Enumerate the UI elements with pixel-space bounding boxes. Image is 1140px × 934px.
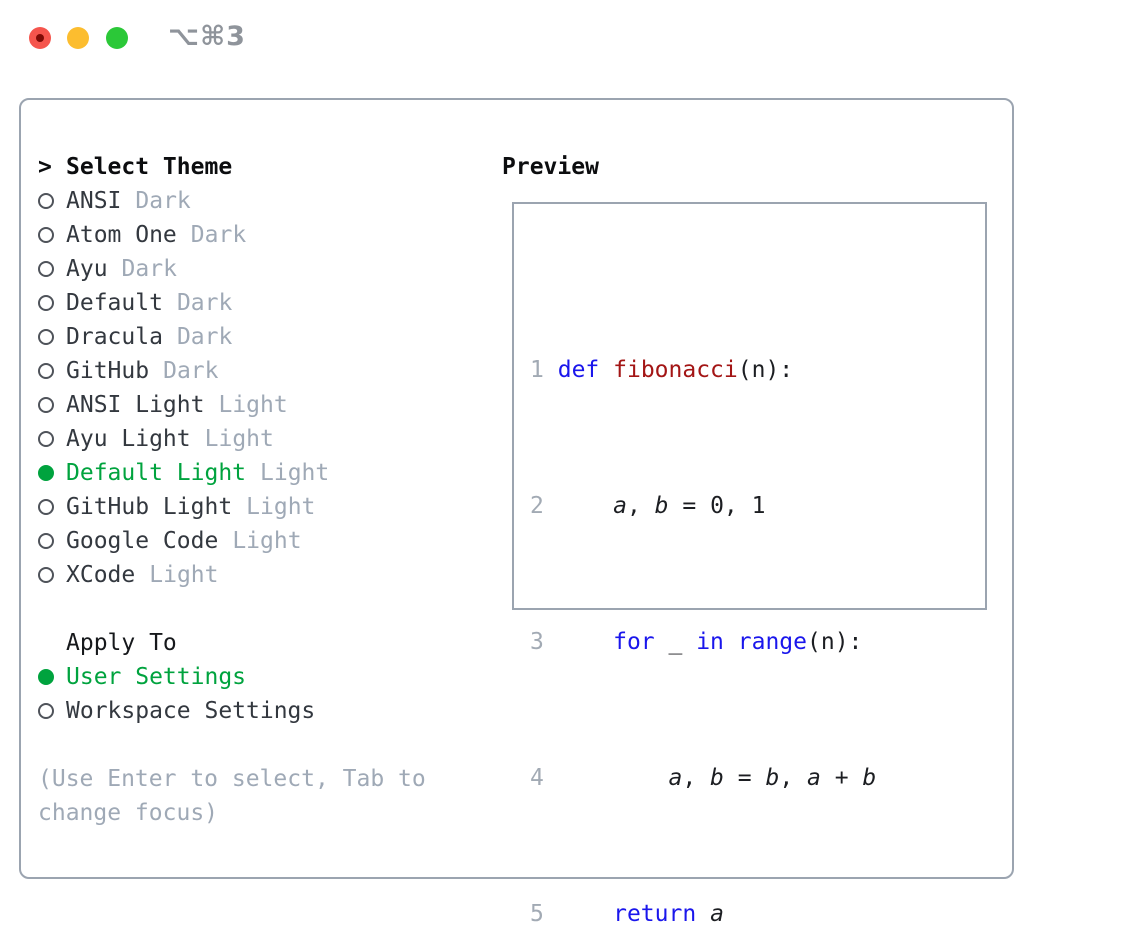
apply-to-header: Apply To <box>38 626 426 660</box>
theme-variant: Light <box>246 494 316 520</box>
radio-icon-selected <box>38 669 54 685</box>
radio-icon <box>38 329 54 345</box>
apply-option-user-settings[interactable]: User Settings <box>38 660 426 694</box>
theme-option-github-dark[interactable]: GitHub Dark <box>38 354 426 388</box>
theme-option-ayu-dark[interactable]: Ayu Dark <box>38 252 426 286</box>
theme-option-ansi-light[interactable]: ANSI Light Light <box>38 388 426 422</box>
focus-pointer-icon: > <box>38 154 52 180</box>
theme-variant: Light <box>149 562 219 588</box>
radio-icon <box>38 533 54 549</box>
code-line: 1 def fibonacci(n): <box>530 357 794 383</box>
window-shortcut-label: ⌥⌘3 <box>168 21 246 52</box>
apply-option-label: Workspace Settings <box>66 698 316 724</box>
theme-option-google-code[interactable]: Google Code Light <box>38 524 426 558</box>
theme-name: XCode <box>66 562 136 588</box>
radio-icon <box>38 295 54 311</box>
theme-option-default-light[interactable]: Default Light Light <box>38 456 426 490</box>
code-line: 3 for _ in range(n): <box>530 629 863 655</box>
radio-icon-selected <box>38 465 54 481</box>
theme-variant: Light <box>232 528 302 554</box>
theme-option-xcode[interactable]: XCode Light <box>38 558 426 592</box>
radio-icon <box>38 193 54 209</box>
theme-name: ANSI Light <box>66 392 205 418</box>
theme-variant: Light <box>260 460 330 486</box>
spacer <box>38 592 426 626</box>
theme-name: Ayu Light <box>66 426 191 452</box>
code-line: 4 a, b = b, a + b <box>530 765 877 791</box>
select-theme-header: > Select Theme <box>38 150 426 184</box>
theme-option-atom-one-dark[interactable]: Atom One Dark <box>38 218 426 252</box>
theme-name: GitHub Light <box>66 494 233 520</box>
theme-option-dracula-dark[interactable]: Dracula Dark <box>38 320 426 354</box>
theme-picker: > Select Theme ANSI Dark Atom One Dark A… <box>38 150 426 830</box>
theme-name: ANSI <box>66 188 122 214</box>
theme-name: Google Code <box>66 528 219 554</box>
theme-name: Default <box>66 290 163 316</box>
radio-icon <box>38 397 54 413</box>
apply-to-title: Apply To <box>66 630 177 656</box>
preview-title: Preview <box>502 154 599 180</box>
main-panel: > Select Theme ANSI Dark Atom One Dark A… <box>19 98 1014 927</box>
help-text: (Use Enter to select, Tab to change focu… <box>38 762 426 830</box>
theme-variant: Dark <box>176 290 233 316</box>
code-preview: 1 def fibonacci(n): 2 a, b = 0, 1 3 for … <box>530 251 945 934</box>
help-text-line1: (Use Enter to select, Tab to <box>38 766 426 792</box>
preview-pane: 1 def fibonacci(n): 2 a, b = 0, 1 3 for … <box>512 202 987 927</box>
radio-icon <box>38 703 54 719</box>
theme-variant: Light <box>204 426 274 452</box>
theme-variant: Dark <box>190 222 247 248</box>
theme-variant: Dark <box>135 188 191 214</box>
apply-option-label: User Settings <box>66 664 247 690</box>
code-line: 5 return a <box>530 901 724 927</box>
radio-icon <box>38 431 54 447</box>
theme-variant: Dark <box>121 256 177 282</box>
theme-name: GitHub <box>66 358 150 384</box>
radio-icon <box>38 261 54 277</box>
theme-option-github-light[interactable]: GitHub Light Light <box>38 490 426 524</box>
theme-variant: Light <box>218 392 288 418</box>
theme-variant: Dark <box>176 324 233 350</box>
theme-option-ayu-light[interactable]: Ayu Light Light <box>38 422 426 456</box>
theme-name: Default Light <box>66 460 247 486</box>
theme-name: Ayu <box>66 256 108 282</box>
theme-name: Atom One <box>66 222 177 248</box>
radio-icon <box>38 227 54 243</box>
code-line: 2 a, b = 0, 1 <box>530 493 766 519</box>
theme-variant: Dark <box>163 358 219 384</box>
theme-option-default-dark[interactable]: Default Dark <box>38 286 426 320</box>
radio-icon <box>38 363 54 379</box>
radio-icon <box>38 567 54 583</box>
radio-icon <box>38 499 54 515</box>
minimize-button[interactable] <box>67 27 89 49</box>
select-theme-title: Select Theme <box>66 154 233 180</box>
help-text-line2: change focus) <box>38 800 219 826</box>
theme-name: Dracula <box>66 324 163 350</box>
close-button[interactable] <box>29 27 51 49</box>
close-dot-icon <box>36 34 44 42</box>
zoom-button[interactable] <box>106 27 128 49</box>
theme-option-ansi-dark[interactable]: ANSI Dark <box>38 184 426 218</box>
apply-option-workspace-settings[interactable]: Workspace Settings <box>38 694 426 728</box>
